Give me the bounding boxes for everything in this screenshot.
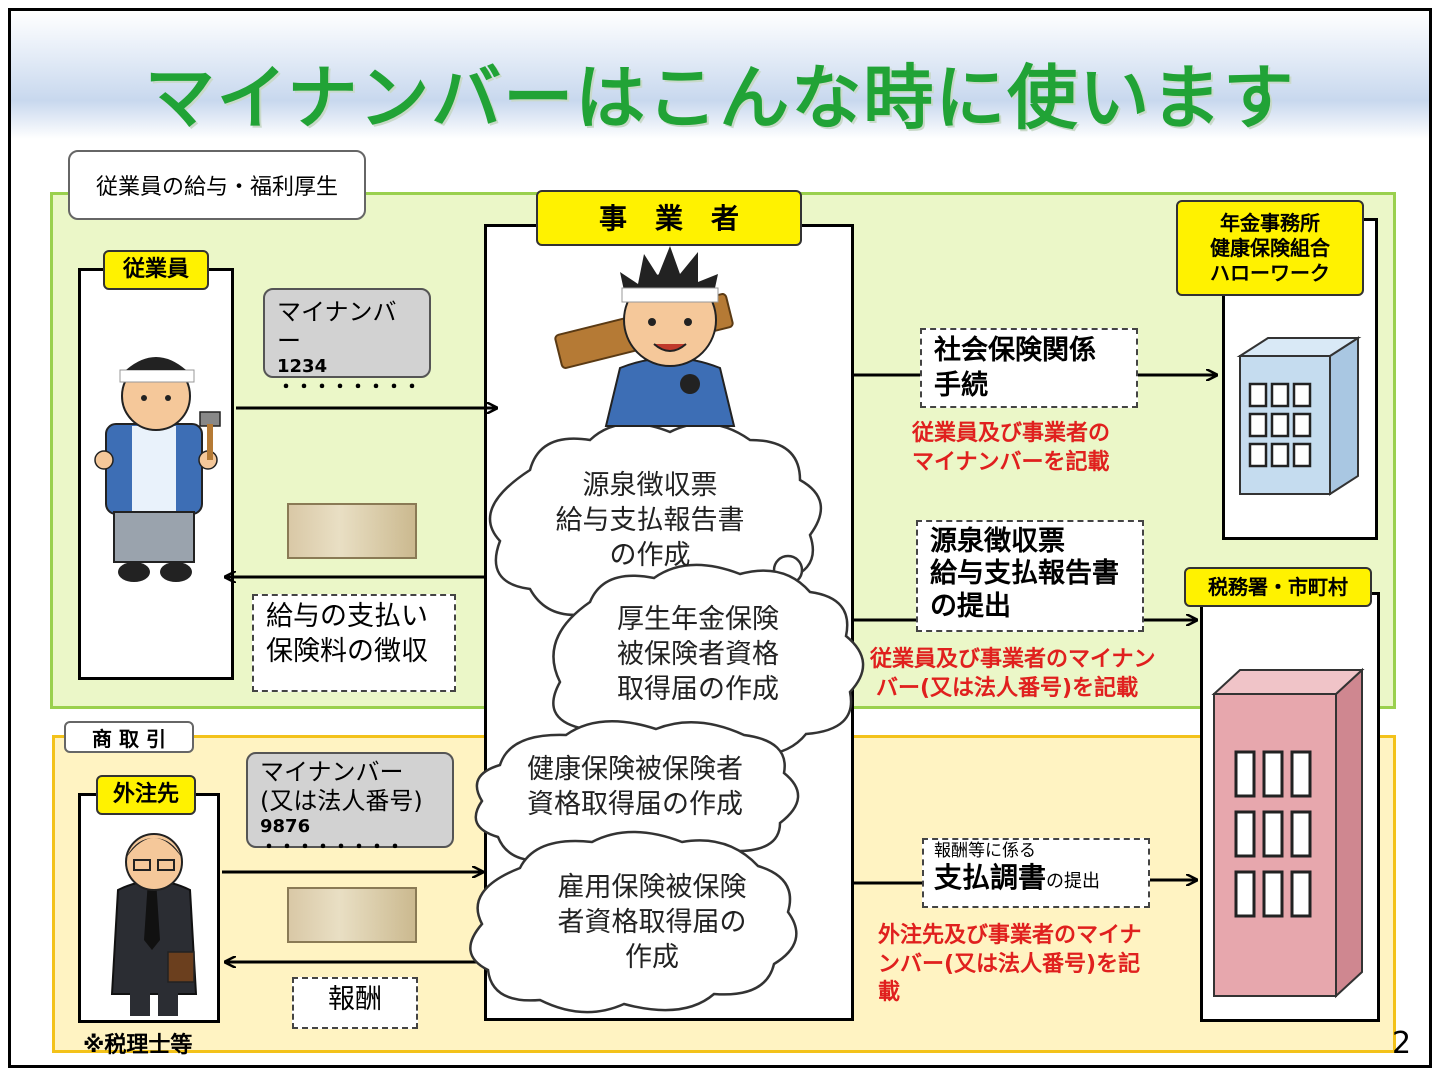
label-line: 年金事務所 xyxy=(1220,210,1320,235)
red-line: ンバー(又は法人番号)を記 xyxy=(878,951,1141,977)
cloud-line: 取得届の作成 xyxy=(617,674,779,706)
slide-title: マイナンバーはこんな時に使います xyxy=(144,57,1296,139)
contractor-mynumber-note: 外注先及び事業者のマイナ ンバー(又は法人番号)を記 載 xyxy=(878,922,1142,1008)
page-number: 2 xyxy=(1392,1026,1412,1061)
red-line: マイナンバーを記載 xyxy=(912,449,1110,475)
title-band xyxy=(11,11,1429,139)
cloud-line: 雇用保険被保険 xyxy=(557,872,747,903)
red-line: 外注先及び事業者のマイナ xyxy=(878,923,1142,948)
cloud-line: 源泉徴収票 xyxy=(582,470,718,501)
payment-small-text: 報酬等に係る xyxy=(934,841,1036,861)
section-tag-salary: 従業員の給与・福利厚生 xyxy=(68,150,366,220)
mynumber-value: 9876 ・・・・・・・・ xyxy=(260,815,404,859)
thought-cloud-4 xyxy=(469,830,798,1014)
label-line: ハローワーク xyxy=(1210,260,1330,285)
payment-suffix-text: の提出 xyxy=(1046,870,1101,892)
cloud-2-text: 厚生年金保険 被保険者資格 取得届の作成 xyxy=(570,602,826,707)
salary-payment-note: 給与の支払い 保険料の徴収 xyxy=(252,594,456,692)
note-line: 保険料の徴収 xyxy=(266,635,428,667)
cloud-line: 作成 xyxy=(625,942,679,974)
mynumber-title: マイナンバー xyxy=(277,298,397,355)
employee-worker-icon xyxy=(94,357,221,582)
remuneration-note: 報酬 xyxy=(292,977,418,1029)
cloud-line: 資格取得届の作成 xyxy=(527,789,743,821)
red-line: 従業員及び事業者のマイナン xyxy=(870,647,1156,672)
pension-building-icon xyxy=(1236,336,1362,496)
tax-office-label: 税務署・市町村 xyxy=(1184,567,1372,607)
tax-mynumber-note: 従業員及び事業者のマイナン バー(又は法人番号)を記載 xyxy=(870,646,1156,703)
cloud-line: 健康保険被保険者 xyxy=(527,754,743,785)
employer-worker-icon xyxy=(554,246,736,427)
note-line: 給与の支払い xyxy=(266,601,428,632)
contractor-label: 外注先 xyxy=(96,775,196,815)
tax-accountant-footnote: ※税理士等 xyxy=(83,1033,193,1058)
tax-office-building-icon xyxy=(1211,667,1365,999)
submission-line: の提出 xyxy=(930,590,1011,622)
mynumber-title: マイナンバー xyxy=(260,758,404,786)
withholding-submission: 源泉徴収票 給与支払報告書 の提出 xyxy=(916,520,1144,632)
section-tag-trade: 商 取 引 xyxy=(64,721,194,753)
yen-bill-salary xyxy=(287,503,417,559)
payment-big-text: 支払調書 xyxy=(934,860,1047,894)
thought-cloud-1 xyxy=(488,422,823,621)
employee-label: 従業員 xyxy=(103,250,209,290)
employee-mynumber-card: マイナンバー 1234 ・・・・・・・・ xyxy=(263,288,431,398)
red-line: 載 xyxy=(878,980,901,1006)
contractor-person-icon xyxy=(110,833,198,1016)
thought-cloud-2 xyxy=(552,563,865,764)
procedure-line: 社会保険関係 xyxy=(934,335,1096,366)
red-line: 従業員及び事業者の xyxy=(912,421,1111,446)
pension-mynumber-note: 従業員及び事業者の マイナンバーを記載 xyxy=(912,420,1110,477)
social-insurance-procedure: 社会保険関係 手続 xyxy=(920,328,1138,408)
thought-cloud-3 xyxy=(474,720,800,870)
cloud-4-text: 雇用保険被保険 者資格取得届の 作成 xyxy=(520,870,784,975)
submission-line: 給与支払報告書 xyxy=(930,558,1119,590)
cloud-line: 被保険者資格 xyxy=(617,639,779,671)
submission-line: 源泉徴収票 xyxy=(930,526,1065,557)
pension-office-label: 年金事務所 健康保険組合 ハローワーク xyxy=(1176,200,1364,296)
yen-bill-trade xyxy=(287,887,417,943)
employer-label: 事 業 者 xyxy=(536,190,802,246)
label-line: 健康保険組合 xyxy=(1210,235,1330,260)
procedure-line: 手続 xyxy=(934,369,988,401)
cloud-line: 給与支払報告書 xyxy=(555,505,745,537)
mynumber-value: 1234 ・・・・・・・・ xyxy=(277,355,421,399)
cloud-line: 者資格取得届の xyxy=(557,907,747,939)
cloud-3-text: 健康保険被保険者 資格取得届の作成 xyxy=(490,752,780,822)
cloud-line: の作成 xyxy=(609,540,691,572)
cloud-line: 厚生年金保険 xyxy=(617,604,779,635)
contractor-mynumber-card: マイナンバー (又は法人番号) 9876 ・・・・・・・・ xyxy=(246,752,454,858)
red-line: バー(又は法人番号)を記載 xyxy=(876,675,1139,701)
cloud-1-text: 源泉徴収票 給与支払報告書 の作成 xyxy=(520,468,780,573)
payment-record-submission: 報酬等に係る 支払調書の提出 xyxy=(922,838,1150,908)
mynumber-sub: (又は法人番号) xyxy=(260,786,423,815)
